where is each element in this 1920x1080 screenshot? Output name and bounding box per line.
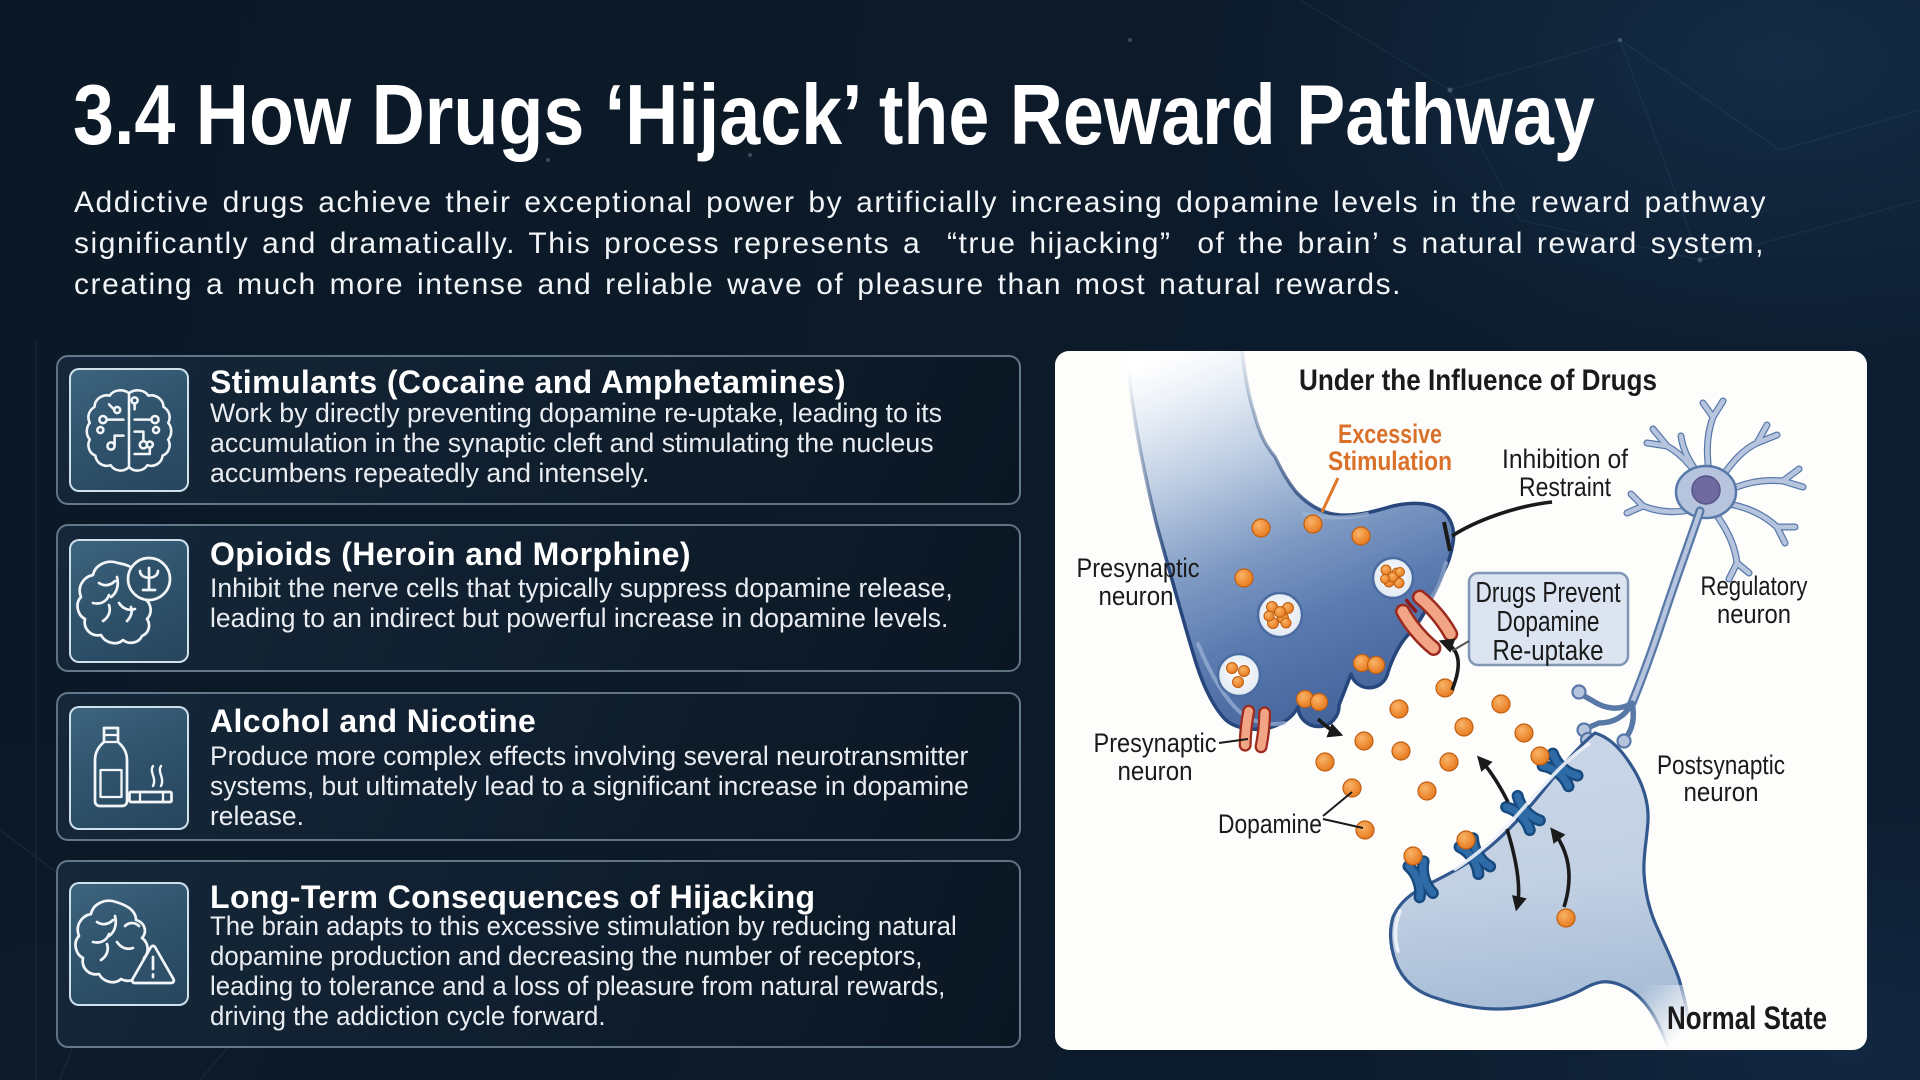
svg-text:Presynaptic: Presynaptic bbox=[1094, 728, 1217, 758]
svg-text:Dopamine: Dopamine bbox=[1497, 606, 1600, 638]
svg-text:Presynaptic: Presynaptic bbox=[1077, 553, 1200, 583]
svg-text:neuron: neuron bbox=[1099, 581, 1174, 611]
svg-text:Re-uptake: Re-uptake bbox=[1493, 635, 1604, 667]
svg-text:Stimulation: Stimulation bbox=[1328, 446, 1452, 476]
svg-text:neuron: neuron bbox=[1684, 777, 1759, 807]
svg-text:neuron: neuron bbox=[1118, 756, 1193, 786]
svg-text:Drugs Prevent: Drugs Prevent bbox=[1476, 577, 1621, 609]
svg-text:Dopamine: Dopamine bbox=[1218, 809, 1322, 839]
svg-text:Under the Influence of Drugs: Under the Influence of Drugs bbox=[1299, 364, 1657, 397]
svg-text:neuron: neuron bbox=[1717, 599, 1791, 629]
svg-text:Inhibition of: Inhibition of bbox=[1502, 444, 1628, 474]
svg-text:Normal State: Normal State bbox=[1667, 1000, 1827, 1036]
svg-text:Regulatory: Regulatory bbox=[1701, 571, 1808, 601]
svg-text:Excessive: Excessive bbox=[1338, 419, 1442, 449]
svg-text:Restraint: Restraint bbox=[1519, 472, 1611, 502]
svg-text:Postsynaptic: Postsynaptic bbox=[1657, 750, 1785, 780]
